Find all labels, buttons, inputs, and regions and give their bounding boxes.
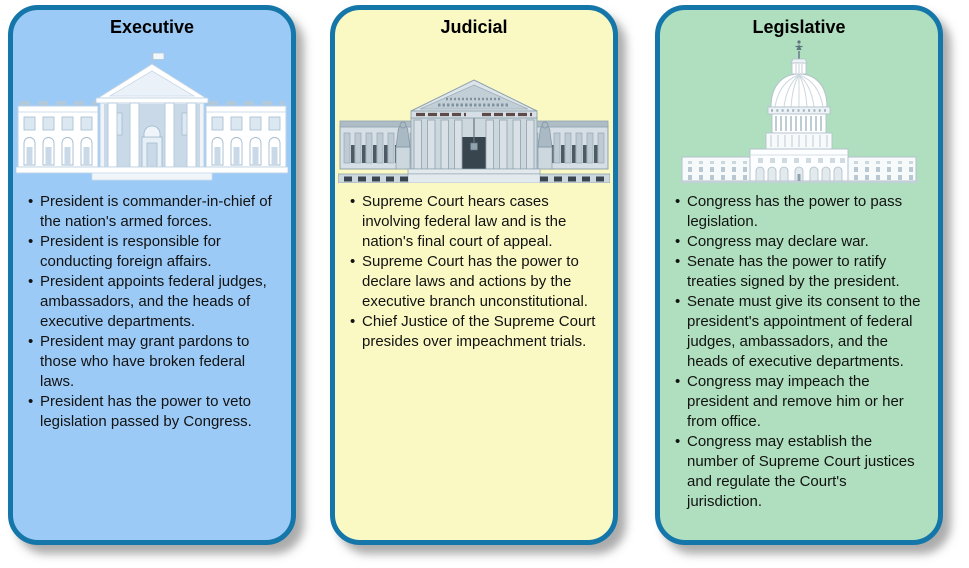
- bullet-item: Senate must give its consent to the pres…: [674, 292, 923, 372]
- us-capitol-illustration: [660, 38, 938, 188]
- card-executive: Executive: [8, 5, 296, 545]
- card-judicial: Judicial: [330, 5, 618, 545]
- card-title-judicial: Judicial: [440, 17, 508, 37]
- white-house-icon: [16, 52, 288, 181]
- bullet-item: Chief Justice of the Supreme Court presi…: [349, 312, 598, 352]
- bullet-item: Supreme Court has the power to declare l…: [349, 252, 598, 312]
- supreme-court-illustration: [335, 38, 613, 188]
- bullet-item: Congress may impeach the president and r…: [674, 372, 923, 432]
- bullet-item: Supreme Court hears cases involving fede…: [349, 192, 598, 252]
- white-house-illustration: [13, 38, 291, 188]
- bullet-item: President may grant pardons to those who…: [27, 332, 276, 392]
- card-legislative: Legislative: [655, 5, 943, 545]
- card-title-legislative: Legislative: [752, 17, 846, 37]
- supreme-court-icon: [338, 79, 610, 183]
- bullet-item: Congress has the power to pass legislati…: [674, 192, 923, 232]
- executive-bullet-list: President is commander-in-chief of the n…: [13, 192, 291, 432]
- bullet-item: Congress may declare war.: [674, 232, 923, 252]
- legislative-bullet-list: Congress has the power to pass legislati…: [660, 192, 938, 512]
- bullet-item: President is commander-in-chief of the n…: [27, 192, 276, 232]
- judicial-bullet-list: Supreme Court hears cases involving fede…: [335, 192, 613, 352]
- bullet-item: Senate has the power to ratify treaties …: [674, 252, 923, 292]
- card-title-executive: Executive: [109, 17, 195, 37]
- bullet-item: President appoints federal judges, ambas…: [27, 272, 276, 332]
- bullet-item: President is responsible for conducting …: [27, 232, 276, 272]
- bullet-item: President has the power to veto legislat…: [27, 392, 276, 432]
- bullet-item: Congress may establish the number of Sup…: [674, 432, 923, 512]
- us-capitol-icon: [680, 40, 918, 183]
